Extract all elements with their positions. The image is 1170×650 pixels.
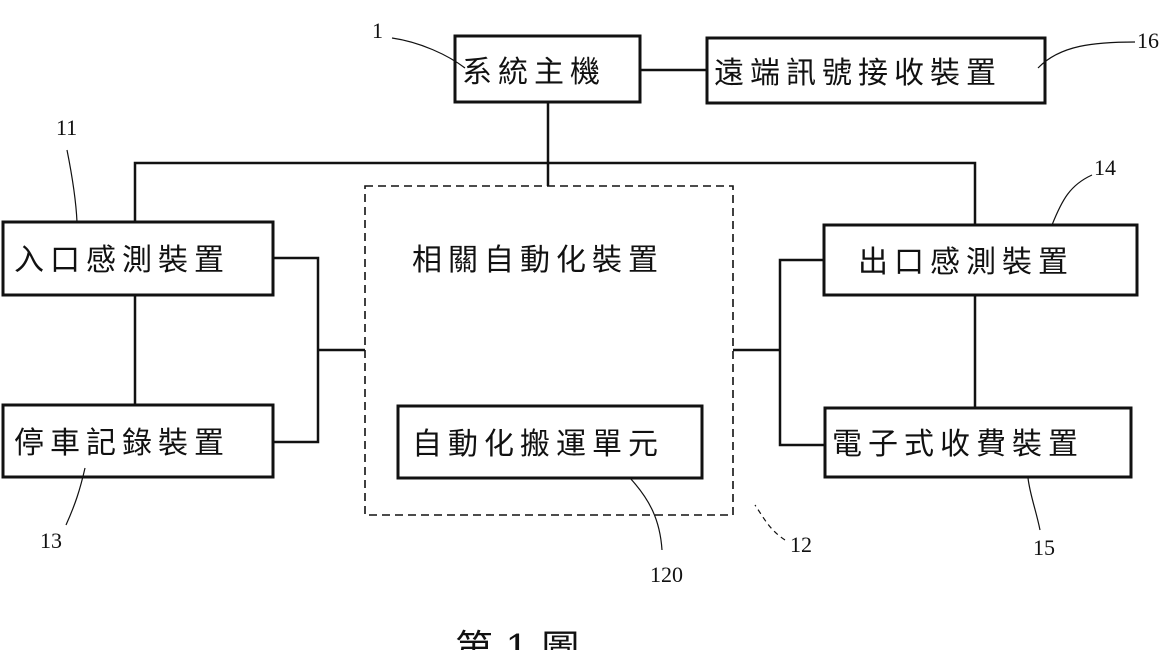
ref-14: 14	[1094, 155, 1116, 180]
right-bracket	[778, 258, 825, 447]
transport-unit-block: 自動化搬運單元	[396, 404, 704, 480]
ref-1: 1	[372, 18, 383, 43]
host-block: 系統主機	[453, 34, 642, 104]
left-bracket	[273, 256, 320, 444]
connectors	[133, 68, 977, 447]
automation-group-box	[364, 185, 734, 516]
toll-block: 電子式收費裝置	[823, 406, 1133, 479]
transport-unit-label: 自動化搬運單元	[412, 427, 664, 462]
figure-caption: 第 1 圖	[455, 627, 579, 650]
ref-120: 120	[650, 562, 683, 587]
ref-11: 11	[56, 115, 77, 140]
ref-13: 13	[40, 528, 62, 553]
parking-record-block: 停車記錄裝置	[1, 403, 275, 479]
exit-sensor-block: 出口感測裝置	[822, 223, 1139, 297]
ref-16: 16	[1137, 28, 1159, 53]
parking-record-label: 停車記錄裝置	[14, 426, 230, 461]
toll-label: 電子式收費裝置	[832, 427, 1084, 462]
host-label: 系統主機	[462, 55, 606, 90]
entrance-sensor-label: 入口感測裝置	[14, 243, 230, 278]
leader-lines	[65, 37, 1136, 551]
main-bus	[133, 161, 977, 225]
ref-15: 15	[1033, 535, 1055, 560]
entrance-sensor-block: 入口感測裝置	[1, 220, 275, 297]
automation-label: 相關自動化裝置	[412, 243, 664, 278]
remote-receiver-block: 遠端訊號接收裝置	[705, 36, 1047, 105]
exit-sensor-label: 出口感測裝置	[858, 245, 1074, 280]
ref-12: 12	[790, 532, 812, 557]
remote-receiver-label: 遠端訊號接收裝置	[714, 56, 1002, 91]
